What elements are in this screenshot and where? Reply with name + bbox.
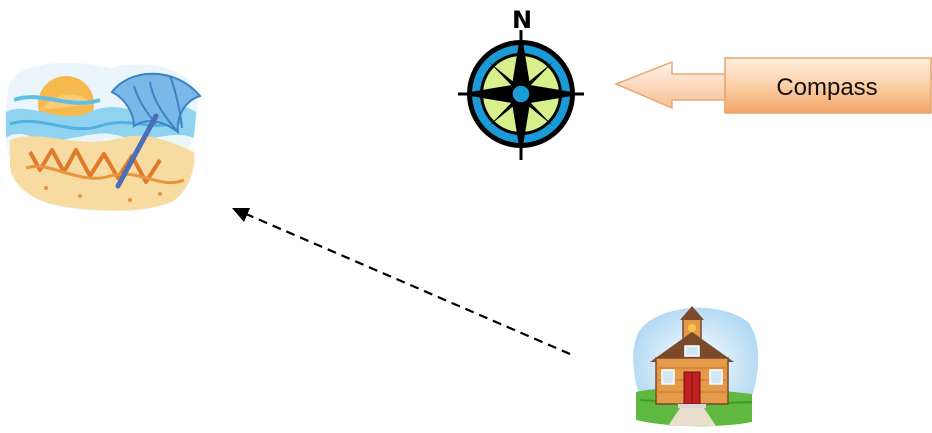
- beach-umbrella-icon: [5, 63, 200, 211]
- callout-label: Compass: [776, 74, 877, 101]
- north-label: N: [512, 6, 532, 34]
- schoolhouse-icon: [633, 306, 758, 426]
- compass-icon: N: [458, 6, 584, 160]
- dashed-path-line: [246, 214, 570, 354]
- callout-arrow: [616, 62, 730, 108]
- compass-callout: Compass: [616, 58, 931, 113]
